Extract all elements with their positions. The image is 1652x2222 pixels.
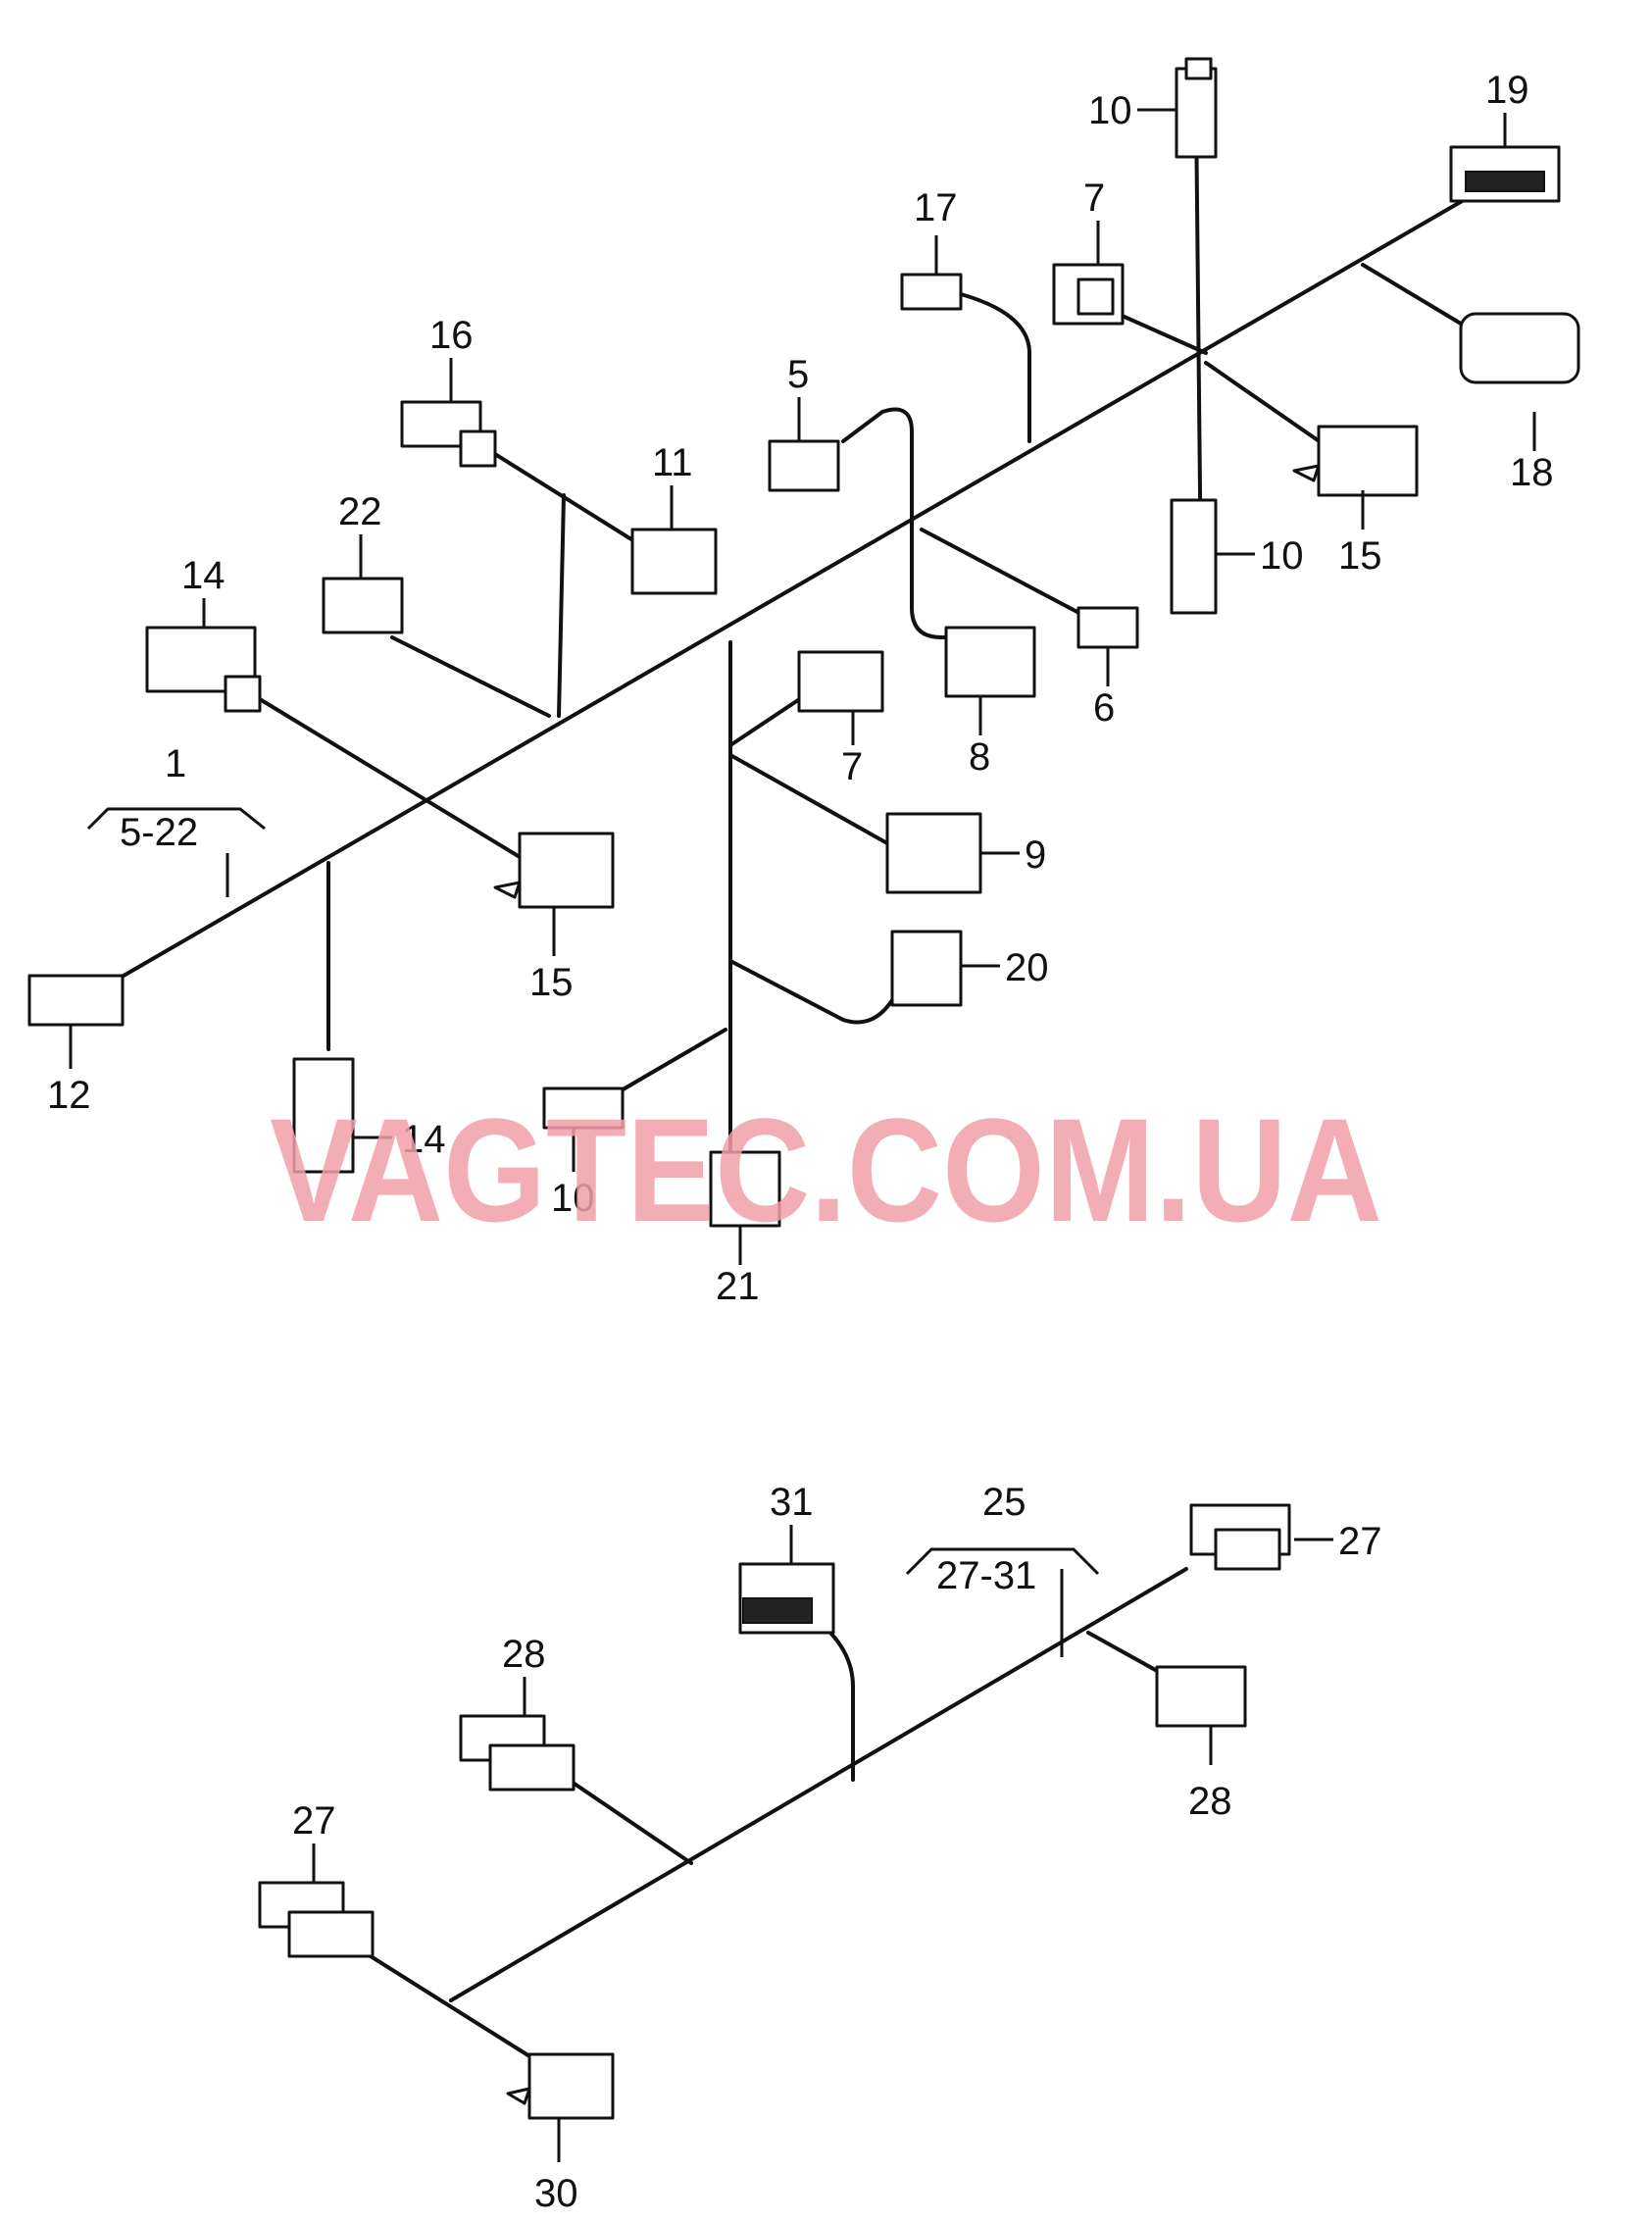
callout-label: 11	[652, 441, 693, 484]
connector-16	[400, 400, 497, 468]
callout-label: 16	[429, 314, 474, 357]
connector-19	[1449, 145, 1561, 203]
branch-wire	[488, 449, 649, 551]
upper-harness	[27, 57, 1580, 1265]
connector-18	[1459, 312, 1580, 384]
branch-wire	[1204, 361, 1335, 453]
branch-wire	[728, 959, 894, 1025]
callout-label: 10	[1088, 89, 1132, 132]
main-trunk-wire	[96, 194, 1473, 992]
branch-wire	[567, 1778, 693, 1865]
connector-14-bottom	[292, 1057, 355, 1174]
branch-wire	[920, 528, 1090, 620]
lower-harness	[258, 1503, 1333, 2162]
branch-wire	[557, 493, 566, 718]
callout-label: 22	[338, 490, 382, 533]
branch-wire	[812, 1616, 855, 1782]
callout-label: 18	[1510, 451, 1554, 494]
callout-label: 30	[534, 2172, 578, 2215]
branch-wire	[728, 753, 889, 845]
connector-8	[944, 626, 1036, 698]
connector-10-low	[542, 1086, 625, 1130]
callout-label: 21	[716, 1265, 760, 1308]
callout-label: 14	[402, 1118, 446, 1161]
callout-label: 10	[1260, 534, 1304, 578]
callouts-upper: 10 19 17 7 16 5 11 22 18 15 10 14 6 8 7 …	[47, 69, 1554, 1308]
callout-label: 20	[1005, 946, 1049, 989]
group-range: 5-22	[120, 811, 198, 854]
callout-label: 27	[292, 1799, 336, 1843]
connector-10-mid	[1170, 498, 1218, 615]
connector-28-top	[459, 1714, 576, 1792]
branch-wire	[253, 694, 531, 865]
branch-wire	[361, 1949, 536, 2061]
group-bracket	[905, 1547, 1100, 1576]
connector-31	[738, 1562, 835, 1635]
connector-10-top	[1175, 57, 1218, 159]
connector-14-top	[145, 626, 262, 713]
branch-wire	[390, 635, 551, 718]
callout-label: 15	[529, 961, 574, 1004]
callout-label: 28	[1188, 1780, 1232, 1823]
callout-label: 12	[47, 1074, 91, 1117]
callout-label: 7	[841, 745, 863, 788]
callout-label: 19	[1485, 69, 1529, 112]
callout-label: 14	[181, 554, 225, 597]
connector-27-left	[258, 1881, 375, 1958]
connector-17	[900, 273, 963, 311]
callout-label: 17	[914, 186, 958, 229]
connector-27-right	[1189, 1503, 1291, 1571]
callout-label: 15	[1338, 534, 1382, 578]
connector-21	[709, 1150, 781, 1228]
connector-9	[885, 812, 982, 894]
main-trunk-wire	[449, 1567, 1188, 2002]
group-number: 25	[982, 1481, 1026, 1524]
connector-20	[890, 930, 963, 1007]
connector-7-top	[1052, 263, 1125, 326]
branch-wire	[1361, 263, 1463, 326]
connector-5	[768, 439, 840, 492]
branch-wire	[606, 1028, 727, 1100]
connector-15-right	[1292, 425, 1419, 497]
branch-wire	[1116, 312, 1208, 355]
callout-label: 31	[770, 1481, 814, 1524]
connector-12	[27, 974, 125, 1027]
connector-11	[630, 528, 718, 595]
connector-6	[1076, 606, 1139, 649]
group-bracket	[86, 807, 266, 831]
watermark: VAGTEC.COM.UA	[270, 1087, 1382, 1252]
branch-wire	[728, 694, 806, 747]
callout-label: 28	[502, 1633, 546, 1676]
connector-7-mid	[797, 650, 884, 713]
branch-wire	[959, 292, 1031, 443]
connector-22	[322, 577, 404, 634]
callout-label: 8	[969, 735, 990, 779]
branch-wire	[841, 407, 963, 639]
callout-label: 27	[1338, 1520, 1382, 1563]
callouts-lower: 31 27 28 28 27 30 25 27-31	[292, 1481, 1382, 2215]
callout-label: 9	[1025, 833, 1046, 877]
connector-15-left	[493, 832, 615, 909]
callout-label: 5	[787, 353, 809, 396]
callout-label: 10	[551, 1177, 595, 1220]
connector-30	[506, 2052, 615, 2120]
callout-label: 6	[1093, 686, 1115, 730]
connector-28-right	[1155, 1665, 1247, 1728]
group-number: 1	[165, 742, 186, 785]
group-range: 27-31	[936, 1554, 1036, 1597]
callout-label: 7	[1083, 177, 1105, 220]
